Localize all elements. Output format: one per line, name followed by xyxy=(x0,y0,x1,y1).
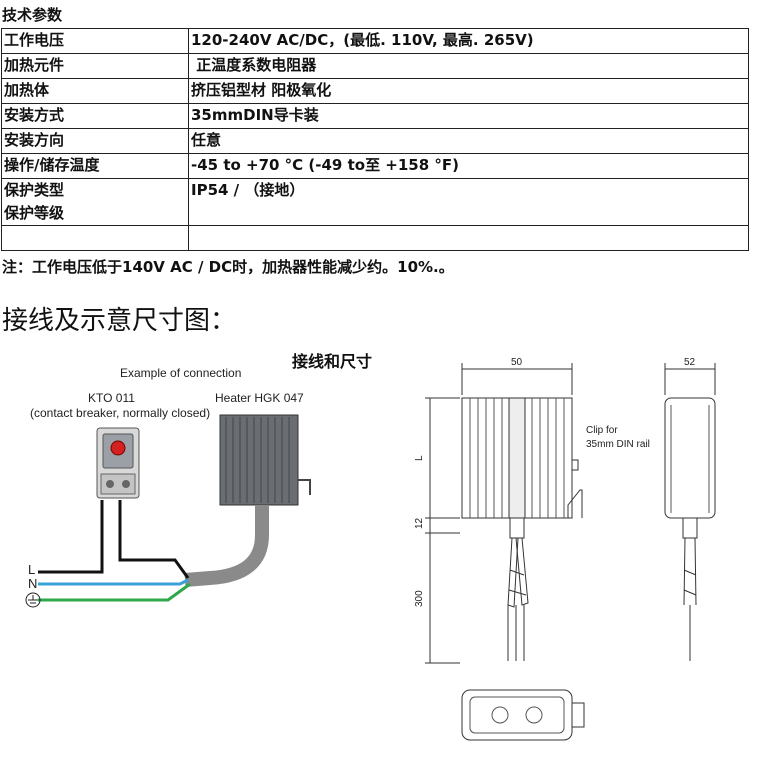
wire-L xyxy=(38,500,190,579)
ground-icon xyxy=(25,592,41,608)
row-label-line2: 保护等级 xyxy=(4,204,65,222)
wire-PE xyxy=(38,582,191,602)
row-value-empty xyxy=(188,225,749,251)
row-label-line1: 保护类型 xyxy=(4,181,65,199)
dim-length: L xyxy=(414,455,425,461)
row-value: -45 to +70 °C (-49 to至 +158 °F) xyxy=(188,153,749,179)
row-value: 正温度系数电阻器 xyxy=(188,53,749,79)
table-row: 加热体 挤压铝型材 阳极氧化 xyxy=(1,78,749,104)
spec-title: 技术参数 xyxy=(2,6,63,24)
wiring-diagram: Example of connection KTO 011 (contact b… xyxy=(25,366,311,608)
front-cable xyxy=(507,517,529,661)
heater-bottom-view xyxy=(461,689,585,741)
table-row-empty xyxy=(1,225,749,251)
row-label: 保护类型 保护等级 xyxy=(1,178,189,226)
table-row: 操作/储存温度 -45 to +70 °C (-49 to至 +158 °F) xyxy=(1,153,749,179)
dimension-drawing: 50 Clip for 35mm DIN rail L 12 300 xyxy=(414,357,716,741)
row-value: 35mmDIN导卡装 xyxy=(188,103,749,129)
dimension-diagram-title: 接线和尺寸 xyxy=(292,352,373,371)
table-row: 安装方式 35mmDIN导卡装 xyxy=(1,103,749,129)
heater-front-view xyxy=(461,397,583,519)
table-row: 加热元件 正温度系数电阻器 xyxy=(1,53,749,79)
row-label: 操作/储存温度 xyxy=(1,153,189,179)
wiring-caption: Example of connection xyxy=(120,366,241,380)
spec-table: 工作电压 120-240V AC/DC，(最低. 110V, 最高. 265V)… xyxy=(1,28,749,251)
dim-width-front: 50 xyxy=(511,357,523,368)
row-label: 安装方向 xyxy=(1,128,189,154)
table-row: 保护类型 保护等级 IP54 / （接地） xyxy=(1,178,749,226)
row-label: 工作电压 xyxy=(1,28,189,54)
row-value: IP54 / （接地） xyxy=(188,178,749,226)
row-label: 加热体 xyxy=(1,78,189,104)
row-value: 任意 xyxy=(188,128,749,154)
heater-side-view xyxy=(664,397,716,661)
kto-sublabel: (contact breaker, normally closed) xyxy=(30,406,210,420)
heater-hgk xyxy=(219,414,311,506)
clip-label-line2: 35mm DIN rail xyxy=(586,439,650,450)
dim-cable: 300 xyxy=(414,590,425,607)
row-label: 安装方式 xyxy=(1,103,189,129)
wiring-heading: 接线及示意尺寸图： xyxy=(2,306,237,336)
row-value: 挤压铝型材 阳极氧化 xyxy=(188,78,749,104)
thermostat-kto xyxy=(96,427,140,499)
heater-label: Heater HGK 047 xyxy=(215,391,304,405)
heater-cable xyxy=(184,505,269,587)
line-N-label: N xyxy=(28,576,37,591)
spec-note: 注：工作电压低于140V AC / DC时，加热器性能减少约。10%.。 xyxy=(2,258,454,276)
dim-width-side: 52 xyxy=(684,357,696,368)
row-label-empty xyxy=(1,225,189,251)
line-L-label: L xyxy=(28,562,35,577)
row-label: 加热元件 xyxy=(1,53,189,79)
thermostat-dial-icon xyxy=(110,440,126,456)
dim-gap: 12 xyxy=(414,517,425,529)
wire-N xyxy=(38,578,189,586)
kto-label: KTO 011 xyxy=(88,391,135,405)
row-value: 120-240V AC/DC，(最低. 110V, 最高. 265V) xyxy=(188,28,749,54)
table-row: 工作电压 120-240V AC/DC，(最低. 110V, 最高. 265V) xyxy=(1,28,749,54)
table-row: 安装方向 任意 xyxy=(1,128,749,154)
clip-label-line1: Clip for xyxy=(586,425,618,436)
